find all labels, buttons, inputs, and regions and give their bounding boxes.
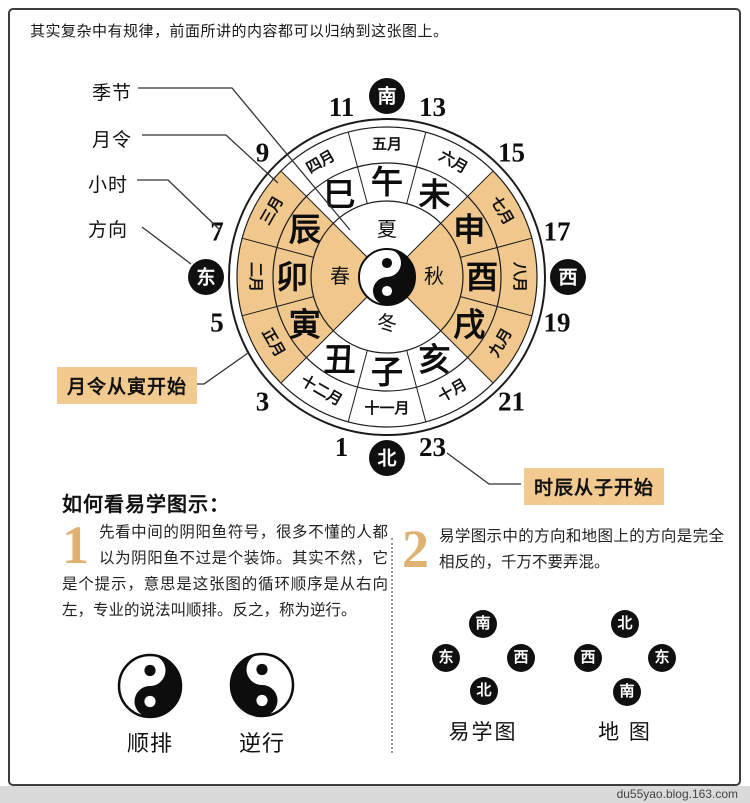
- point-2-text: 易学图示中的方向和地图上的方向是完全相反的，千万不要弄混。: [439, 528, 724, 571]
- yixue-minimap-title: 易学图: [448, 721, 518, 744]
- guide-heading: 如何看易学图示：: [62, 494, 230, 516]
- month-start-callout: 月令从寅开始: [57, 367, 198, 404]
- label-season: 季节: [92, 83, 133, 104]
- yixue-minimap: 南 东 西 北 易学图: [410, 608, 556, 748]
- watermark-bar: du55yao.blog.163.com: [0, 786, 750, 803]
- point-2-number: 2: [402, 519, 429, 579]
- nixing-label: 逆行: [238, 731, 285, 756]
- direction-dot-top: 南: [469, 610, 497, 638]
- map-minimap-title: 地 图: [598, 721, 652, 744]
- direction-dot-left: 西: [574, 644, 602, 672]
- direction-dot-top: 北: [611, 610, 639, 638]
- intro-text: 其实复杂中有规律，前面所讲的内容都可以归纳到这张图上。: [30, 23, 449, 40]
- direction-dot-right: 东: [648, 644, 676, 672]
- direction-dot-left: 东: [432, 644, 460, 672]
- hour-start-callout: 时辰从子开始: [524, 468, 665, 505]
- direction-dot-bottom: 北: [470, 677, 498, 705]
- label-hour: 小时: [88, 175, 129, 196]
- label-direction: 方向: [88, 220, 129, 241]
- shunpai-label: 顺排: [126, 731, 173, 756]
- direction-dot-bottom: 南: [613, 678, 641, 706]
- point-1-number: 1: [62, 515, 89, 575]
- map-minimap: 北 西 东 南 地 图: [552, 608, 698, 748]
- label-month-order: 月令: [92, 130, 133, 151]
- guide-point-1: 1 先看中间的阴阳鱼符号，很多不懂的人都以为阴阳鱼不过是个装饰。其实不然，它是个…: [62, 515, 388, 624]
- column-divider: [391, 538, 393, 753]
- direction-dot-right: 西: [507, 644, 535, 672]
- point-1-text: 先看中间的阴阳鱼符号，很多不懂的人都以为阴阳鱼不过是个装饰。其实不然，它是个提示…: [62, 524, 388, 619]
- guide-point-2: 2 易学图示中的方向和地图上的方向是完全相反的，千万不要弄混。: [402, 519, 724, 579]
- page-border: [8, 8, 741, 786]
- watermark-text: du55yao.blog.163.com: [616, 787, 738, 801]
